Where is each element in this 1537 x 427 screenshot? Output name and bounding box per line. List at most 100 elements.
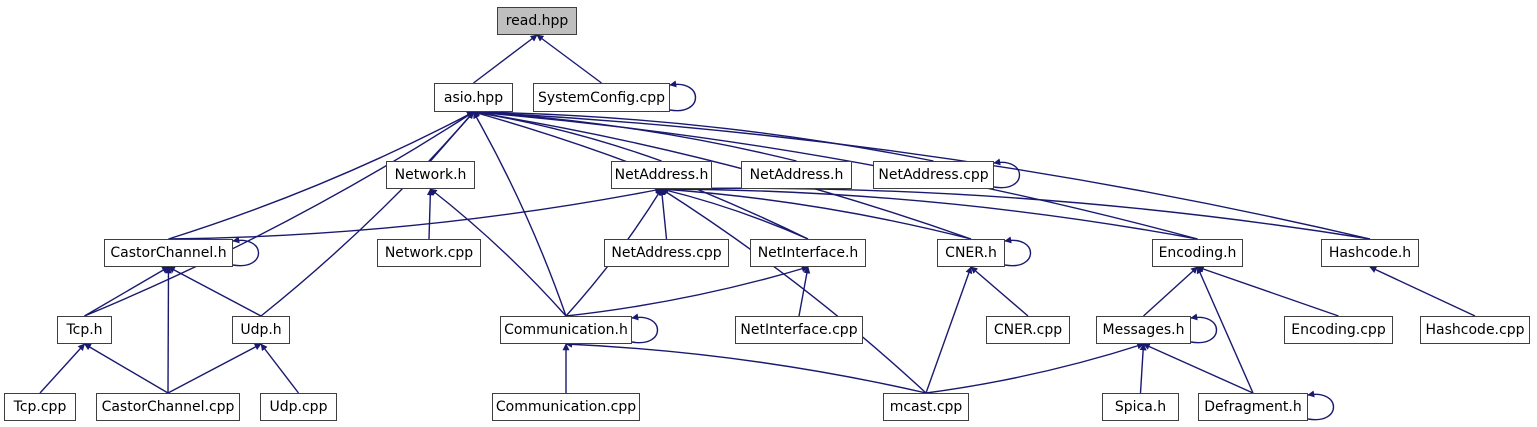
graph-edge-spica-h-to-messages-h [1139,343,1147,394]
graph-node-label: Defragment.h [1204,399,1302,415]
graph-node-netinterface-cpp[interactable]: NetInterface.cpp [735,316,863,344]
graph-edge-encoding-cpp-to-encoding-h [1196,265,1339,317]
graph-edge-encoding-h-to-netaddress-h-1 [660,185,1198,240]
graph-node-spica-h[interactable]: Spica.h [1102,393,1179,421]
graph-node-network-h[interactable]: Network.h [386,161,475,189]
graph-edge-castorchannel-h-to-netaddress-h-1 [168,186,663,240]
graph-node-mcast-cpp[interactable]: mcast.cpp [883,393,969,421]
graph-edge-cner-h-to-netaddress-h-1 [660,185,972,240]
graph-edge-communication-h-to-asio-hpp [472,111,567,317]
graph-edge-castorchannel-cpp-to-castorchannel-h [164,266,172,394]
graph-node-systemconfig-cpp[interactable]: SystemConfig.cpp [533,83,670,112]
graph-node-netinterface-h[interactable]: NetInterface.h [750,239,866,267]
graph-edge-network-h-to-asio-hpp [429,111,475,162]
graph-edge-netinterface-cpp-to-netinterface-h [798,266,811,317]
graph-node-label: NetAddress.h [614,167,709,183]
graph-node-label: CNER.cpp [993,322,1063,338]
graph-edge-asio-hpp-to-read-hpp [473,34,538,84]
graph-node-communication-cpp[interactable]: Communication.cpp [492,393,640,421]
graph-node-label: Encoding.h [1158,245,1237,261]
graph-node-netaddress-cpp-top[interactable]: NetAddress.cpp [873,161,994,189]
graph-node-label: Hashcode.cpp [1425,322,1525,338]
graph-edge-communication-h-to-netinterface-h [565,265,809,317]
graph-node-communication-h[interactable]: Communication.h [500,316,632,344]
graph-node-label: Messages.h [1102,322,1185,338]
graph-node-label: NetAddress.cpp [611,245,722,261]
graph-node-label: NetInterface.h [757,245,859,261]
graph-selfloop-castorchannel-h [232,236,259,267]
graph-edge-systemconfig-cpp-to-read-hpp [536,34,602,84]
graph-edge-udp-cpp-to-udp-h [260,343,300,394]
graph-node-encoding-h[interactable]: Encoding.h [1152,239,1243,267]
graph-node-label: CastorChannel.cpp [101,399,235,415]
graph-node-network-cpp[interactable]: Network.cpp [377,239,481,267]
graph-selfloop-defragment-h [1307,390,1334,421]
graph-node-label: read.hpp [505,13,569,29]
graph-edge-netaddress-cpp-top-to-asio-hpp [472,108,934,162]
graph-edge-hashcode-h-to-netaddress-h-1 [660,185,1371,240]
graph-node-label: Udp.h [240,322,282,338]
graph-node-defragment-h[interactable]: Defragment.h [1198,393,1308,421]
graph-node-encoding-cpp[interactable]: Encoding.cpp [1284,316,1393,344]
graph-node-read-hpp[interactable]: read.hpp [497,7,577,35]
graph-node-label: Network.cpp [384,245,474,261]
graph-edge-tcp-h-to-asio-hpp [84,111,475,317]
graph-node-tcp-h[interactable]: Tcp.h [57,316,112,344]
graph-edge-defragment-h-to-messages-h [1142,343,1254,394]
graph-node-hashcode-h[interactable]: Hashcode.h [1321,239,1419,267]
graph-edge-tcp-cpp-to-tcp-h [39,343,86,394]
graph-node-label: Spica.h [1114,399,1167,415]
graph-selfloop-communication-h [631,313,658,344]
graph-selfloop-cner-h [1004,236,1031,267]
graph-edge-mcast-cpp-to-netaddress-h-1 [660,188,927,394]
graph-edge-udp-h-to-castorchannel-h [167,266,262,317]
graph-edge-castorchannel-cpp-to-udp-h [167,343,262,394]
graph-edge-defragment-h-to-encoding-h [1196,266,1254,394]
graph-edge-mcast-cpp-to-messages-h [925,342,1145,394]
graph-edge-netinterface-h-to-netaddress-h-1 [660,187,809,240]
graph-node-label: NetAddress.cpp [878,167,989,183]
graph-node-label: Hashcode.h [1328,245,1412,261]
graph-node-castorchannel-cpp[interactable]: CastorChannel.cpp [96,393,240,421]
graph-node-udp-h[interactable]: Udp.h [232,316,290,344]
graph-edge-cner-cpp-to-cner-h [970,266,1029,317]
graph-node-cner-h[interactable]: CNER.h [937,239,1005,267]
graph-selfloop-messages-h [1190,313,1217,344]
graph-edge-hashcode-cpp-to-hashcode-h [1369,266,1476,317]
graph-edge-mcast-cpp-to-communication-h [565,340,927,394]
graph-selfloop-netaddress-cpp-top [993,158,1020,189]
graph-node-label: SystemConfig.cpp [537,89,666,106]
graph-selfloop-systemconfig-cpp [669,80,696,112]
graph-node-label: Tcp.h [66,322,103,338]
graph-node-label: NetAddress.h [749,167,844,183]
graph-node-label: Communication.h [504,322,628,338]
graph-node-label: CastorChannel.h [110,245,227,261]
graph-node-netaddress-h-2[interactable]: NetAddress.h [741,161,852,189]
graph-node-tcp-cpp[interactable]: Tcp.cpp [4,393,76,421]
graph-node-hashcode-cpp[interactable]: Hashcode.cpp [1420,316,1530,344]
graph-node-label: Network.h [394,167,467,183]
graph-edge-netaddress-h-2-to-asio-hpp [472,108,797,162]
graph-node-label: asio.hpp [443,89,504,106]
graph-edge-tcp-h-to-castorchannel-h [84,266,170,317]
graph-node-label: Tcp.cpp [13,399,67,415]
graph-edge-castorchannel-cpp-to-tcp-h [83,343,169,394]
graph-node-label: Udp.cpp [269,399,328,415]
graph-node-label: Encoding.cpp [1291,322,1386,338]
graph-edge-udp-h-to-asio-hpp [260,111,475,317]
graph-edge-netaddress-h-1-to-asio-hpp [472,109,662,162]
graph-node-asio-hpp[interactable]: asio.hpp [434,83,513,112]
graph-node-netaddress-h-1[interactable]: NetAddress.h [611,161,712,189]
graph-node-messages-h[interactable]: Messages.h [1096,316,1191,344]
graph-node-castorchannel-h[interactable]: CastorChannel.h [104,239,233,267]
graph-edge-network-cpp-to-network-h [426,188,434,240]
graph-node-label: CNER.h [945,245,997,261]
graph-node-label: Communication.cpp [495,399,637,415]
graph-edge-netaddress-cpp-mid-to-netaddress-h-1 [658,188,668,240]
graph-node-netaddress-cpp-mid[interactable]: NetAddress.cpp [604,239,729,267]
graph-node-label: mcast.cpp [889,399,963,415]
graph-node-label: NetInterface.cpp [740,322,858,338]
graph-node-cner-cpp[interactable]: CNER.cpp [986,316,1070,344]
graph-node-udp-cpp[interactable]: Udp.cpp [260,393,337,421]
